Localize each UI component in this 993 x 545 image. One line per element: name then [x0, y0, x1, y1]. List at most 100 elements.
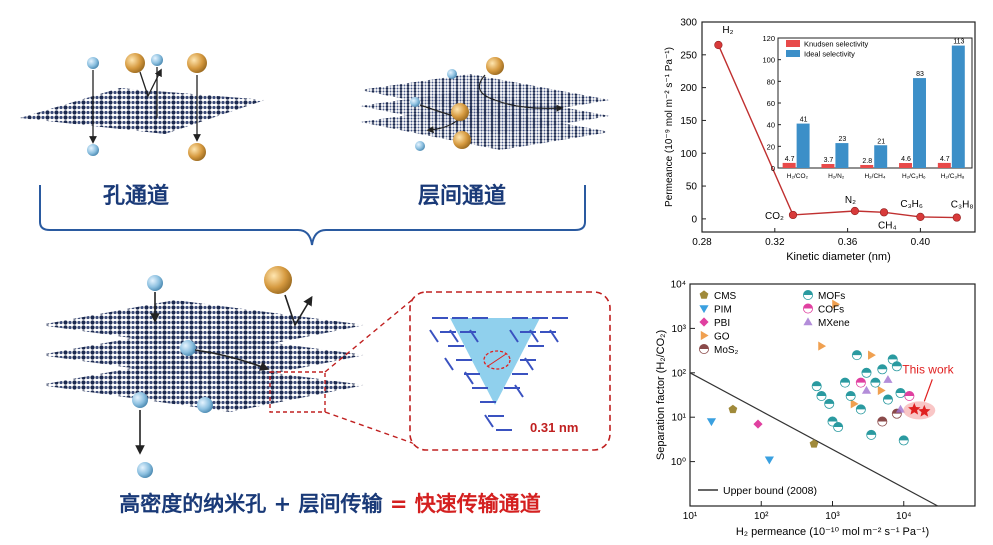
small-molecule-icon [151, 54, 163, 66]
legend-marker [803, 317, 813, 326]
point-label: H₂ [722, 25, 733, 36]
small-molecule-icon [147, 275, 163, 291]
x-tick-label: 10² [754, 511, 769, 522]
small-molecule-icon [180, 340, 196, 356]
y-axis-label: Permeance (10⁻⁹ mol m⁻² s⁻¹ Pa⁻¹) [664, 47, 675, 207]
this-work-label: This work [902, 362, 954, 376]
summary-plus: + [273, 492, 292, 516]
upper-bound-line [689, 372, 939, 507]
inset-y-tick-label: 120 [762, 34, 775, 43]
legend-label: MXene [818, 318, 850, 329]
cofs-point-outline [904, 391, 915, 402]
small-molecule-icon [137, 462, 153, 478]
legend-label: CMS [714, 291, 737, 302]
x-tick-label: 10⁴ [896, 511, 911, 522]
mofs-point [833, 422, 843, 428]
legend-marker [699, 344, 709, 349]
pore-size-label: 0.31 nm [530, 420, 578, 435]
inset-category-label: H₂/CH₄ [864, 173, 885, 180]
large-molecule-icon [125, 53, 145, 73]
mofs-point [840, 378, 850, 383]
inset-category-label: H₂/C₃H₆ [902, 173, 926, 180]
ideal-bar [913, 78, 926, 168]
inset-category-label: H₂/N₂ [828, 173, 845, 180]
cofs-point [904, 391, 914, 397]
large-molecule-icon [486, 57, 504, 75]
knudsen-bar [860, 164, 874, 168]
large-molecule-icon [451, 103, 469, 121]
x-tick-label: 10³ [825, 511, 840, 522]
mofs-point [895, 388, 906, 394]
legend-marker [700, 330, 709, 341]
summary-part2: 层间传输 [298, 492, 383, 516]
small-molecule-icon [132, 392, 148, 408]
cofs-point-outline [855, 377, 866, 388]
summary-result: 快速传输通道 [414, 492, 541, 516]
cms-point [809, 439, 819, 448]
mofs-point [888, 354, 898, 360]
mos-point-outline [891, 408, 902, 419]
knudsen-bar [782, 162, 796, 168]
y-tick-label: 50 [686, 182, 698, 193]
y-tick-label: 0 [691, 214, 697, 225]
point-label: CH₄ [878, 220, 897, 231]
bar-value-label: 4.7 [785, 156, 795, 163]
ideal-bar [874, 145, 888, 168]
mofs-point-outline [882, 394, 893, 405]
this-work-star [918, 404, 931, 417]
annotation-arrow [923, 379, 933, 402]
y-tick-label: 10² [672, 368, 687, 379]
mofs-point [827, 416, 838, 422]
pore-zoom-inset: 0.31 nm [409, 291, 611, 451]
legend-swatch [786, 50, 800, 57]
mofs-point [856, 404, 866, 410]
cofs-point [856, 378, 866, 383]
data-point [850, 206, 859, 216]
summary-part1: 高密度的纳米孔 [119, 492, 267, 516]
mos-point-outline [877, 416, 888, 427]
point-label: CO₂ [765, 211, 784, 222]
small-molecule-icon [87, 57, 99, 69]
x-tick-label: 0.28 [692, 237, 712, 248]
point-label: N₂ [845, 195, 856, 206]
data-point [916, 212, 925, 222]
x-tick-label: 0.36 [838, 237, 858, 248]
go-point [832, 299, 841, 309]
large-molecule-icon [187, 53, 207, 73]
pim-point [764, 456, 774, 465]
mofs-point-outline [845, 391, 856, 402]
x-tick-label: 10¹ [683, 511, 698, 522]
mofs-point [852, 350, 862, 356]
point-label: C₃H₈ [951, 200, 974, 211]
bar-value-label: 4.6 [901, 156, 911, 163]
inset-y-tick-label: 20 [767, 142, 775, 151]
y-tick-label: 300 [680, 18, 697, 29]
y-tick-label: 250 [680, 50, 697, 61]
bar-value-label: 41 [800, 117, 808, 124]
go-point [818, 341, 827, 351]
knudsen-bar [821, 163, 835, 168]
go-point [877, 385, 886, 396]
x-tick-label: 0.40 [911, 237, 931, 248]
large-molecule-icon [453, 131, 471, 149]
mofs-point [861, 368, 872, 373]
legend-marker-outline [802, 289, 813, 300]
mofs-point [812, 381, 822, 387]
inset-y-tick-label: 40 [767, 121, 775, 130]
mofs-point [866, 430, 876, 435]
legend-marker-outline [699, 344, 710, 355]
legend-marker [803, 290, 813, 295]
go-point [850, 399, 859, 409]
interlayer-channel-sheets [360, 57, 610, 151]
cms-point [728, 404, 738, 414]
mofs-point-outline [811, 381, 822, 392]
mofs-point-outline [827, 416, 838, 427]
mofs-point [883, 394, 893, 400]
small-molecule-icon [415, 141, 425, 151]
channel-illustration: 0.31 nm [20, 53, 611, 478]
legend-label: PBI [714, 318, 730, 329]
inset-category-label: H₂/C₃H₈ [941, 173, 965, 180]
y-tick-label: 10³ [672, 324, 687, 335]
inset-category-label: H₂/CO₂ [787, 173, 809, 180]
